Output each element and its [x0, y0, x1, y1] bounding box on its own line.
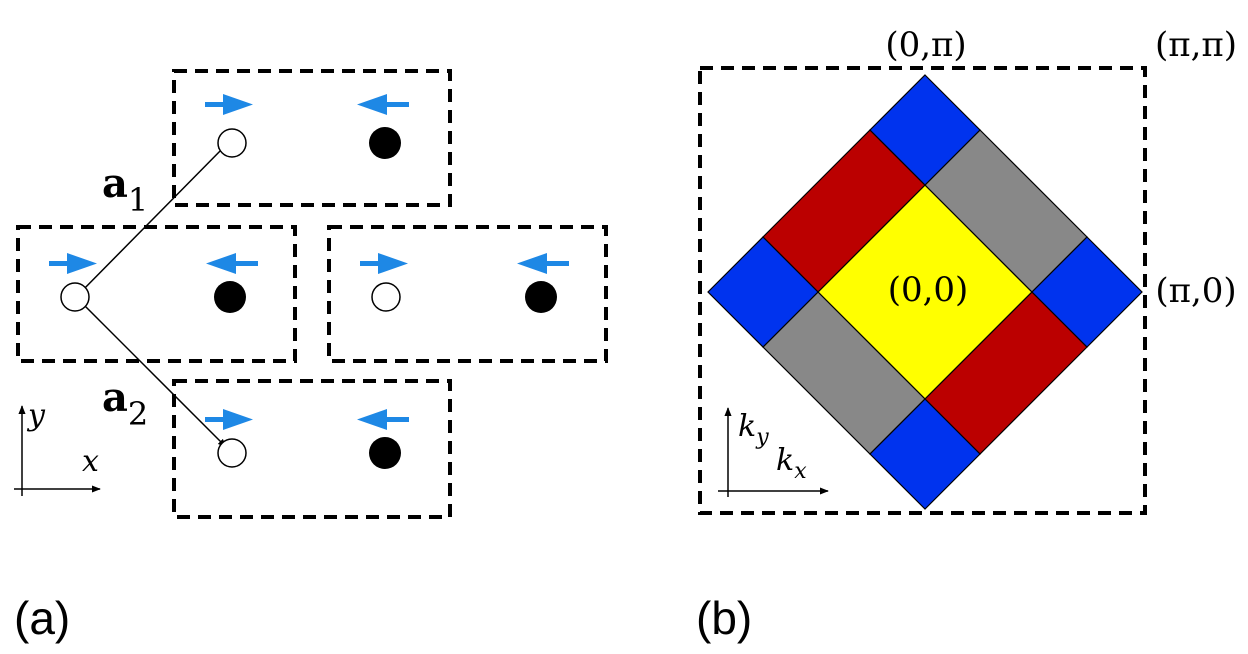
- spin-arrow-right: [360, 253, 408, 274]
- blue-corner-left: [707, 236, 819, 348]
- blue-corner-right: [1031, 236, 1143, 348]
- open-site: [371, 282, 401, 312]
- spin-arrow-left: [357, 409, 409, 430]
- ky-axis-label: ky: [738, 409, 769, 450]
- brillouin-zone-boundary: [698, 66, 1147, 515]
- cell-right: [327, 225, 608, 363]
- open-site: [217, 438, 247, 468]
- x-axis-label: x: [82, 444, 99, 479]
- cell-bottom: [172, 379, 452, 519]
- vector-a2-label: a2: [102, 374, 148, 433]
- spin-arrow-left: [357, 94, 409, 115]
- point-label-origin: (0,0): [888, 270, 969, 310]
- spin-arrow-right: [205, 94, 253, 115]
- point-label-pi-zero: (π,0): [1155, 271, 1236, 311]
- filled-site: [369, 127, 401, 159]
- blue-corner-top: [869, 74, 981, 186]
- panel-b: (0,π) (π,π) (π,0) (0,0) ky kx (b): [696, 25, 1237, 644]
- filled-site: [525, 281, 557, 313]
- open-site: [217, 128, 247, 158]
- spin-arrow-right: [49, 253, 97, 274]
- vector-a1-label: a1: [102, 160, 148, 219]
- open-site: [60, 282, 90, 312]
- kx-axis-label: kx: [776, 443, 807, 484]
- cell-top: [172, 69, 452, 207]
- vector-a1-arrow: [75, 144, 227, 298]
- filled-site: [214, 281, 246, 313]
- spin-arrow-right: [205, 409, 253, 430]
- blue-corner-bottom: [869, 398, 981, 510]
- panel-a: a1 a2 y x (a): [14, 69, 608, 644]
- panel-b-label: (b): [696, 592, 752, 644]
- filled-site: [369, 437, 401, 469]
- y-axis-label: y: [26, 398, 46, 433]
- spin-arrow-left: [206, 253, 258, 274]
- cell-left: [16, 225, 297, 363]
- point-label-zero-pi: (0,π): [885, 25, 966, 65]
- point-label-pi-pi: (π,π): [1155, 25, 1237, 65]
- vector-a2-arrow: [75, 296, 227, 448]
- panel-a-label: (a): [14, 592, 70, 644]
- spin-arrow-left: [517, 253, 569, 274]
